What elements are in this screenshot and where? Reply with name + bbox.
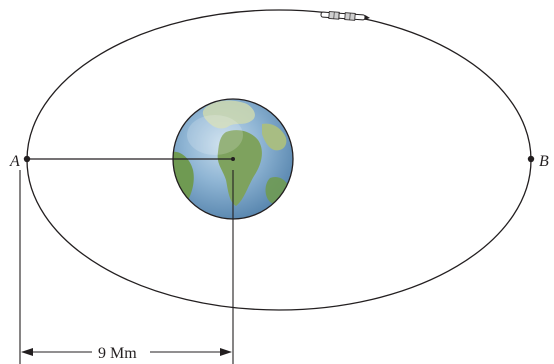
point-b-dot [527, 155, 535, 163]
dimension-line [21, 348, 232, 356]
arrowhead-left [21, 348, 33, 356]
satellite-icon [320, 11, 370, 21]
point-a-label: A [9, 153, 20, 170]
point-b-label: B [539, 153, 549, 170]
point-a-dot [23, 155, 31, 163]
arrowhead-right [220, 348, 232, 356]
distance-label: 9 Mm [98, 345, 137, 362]
